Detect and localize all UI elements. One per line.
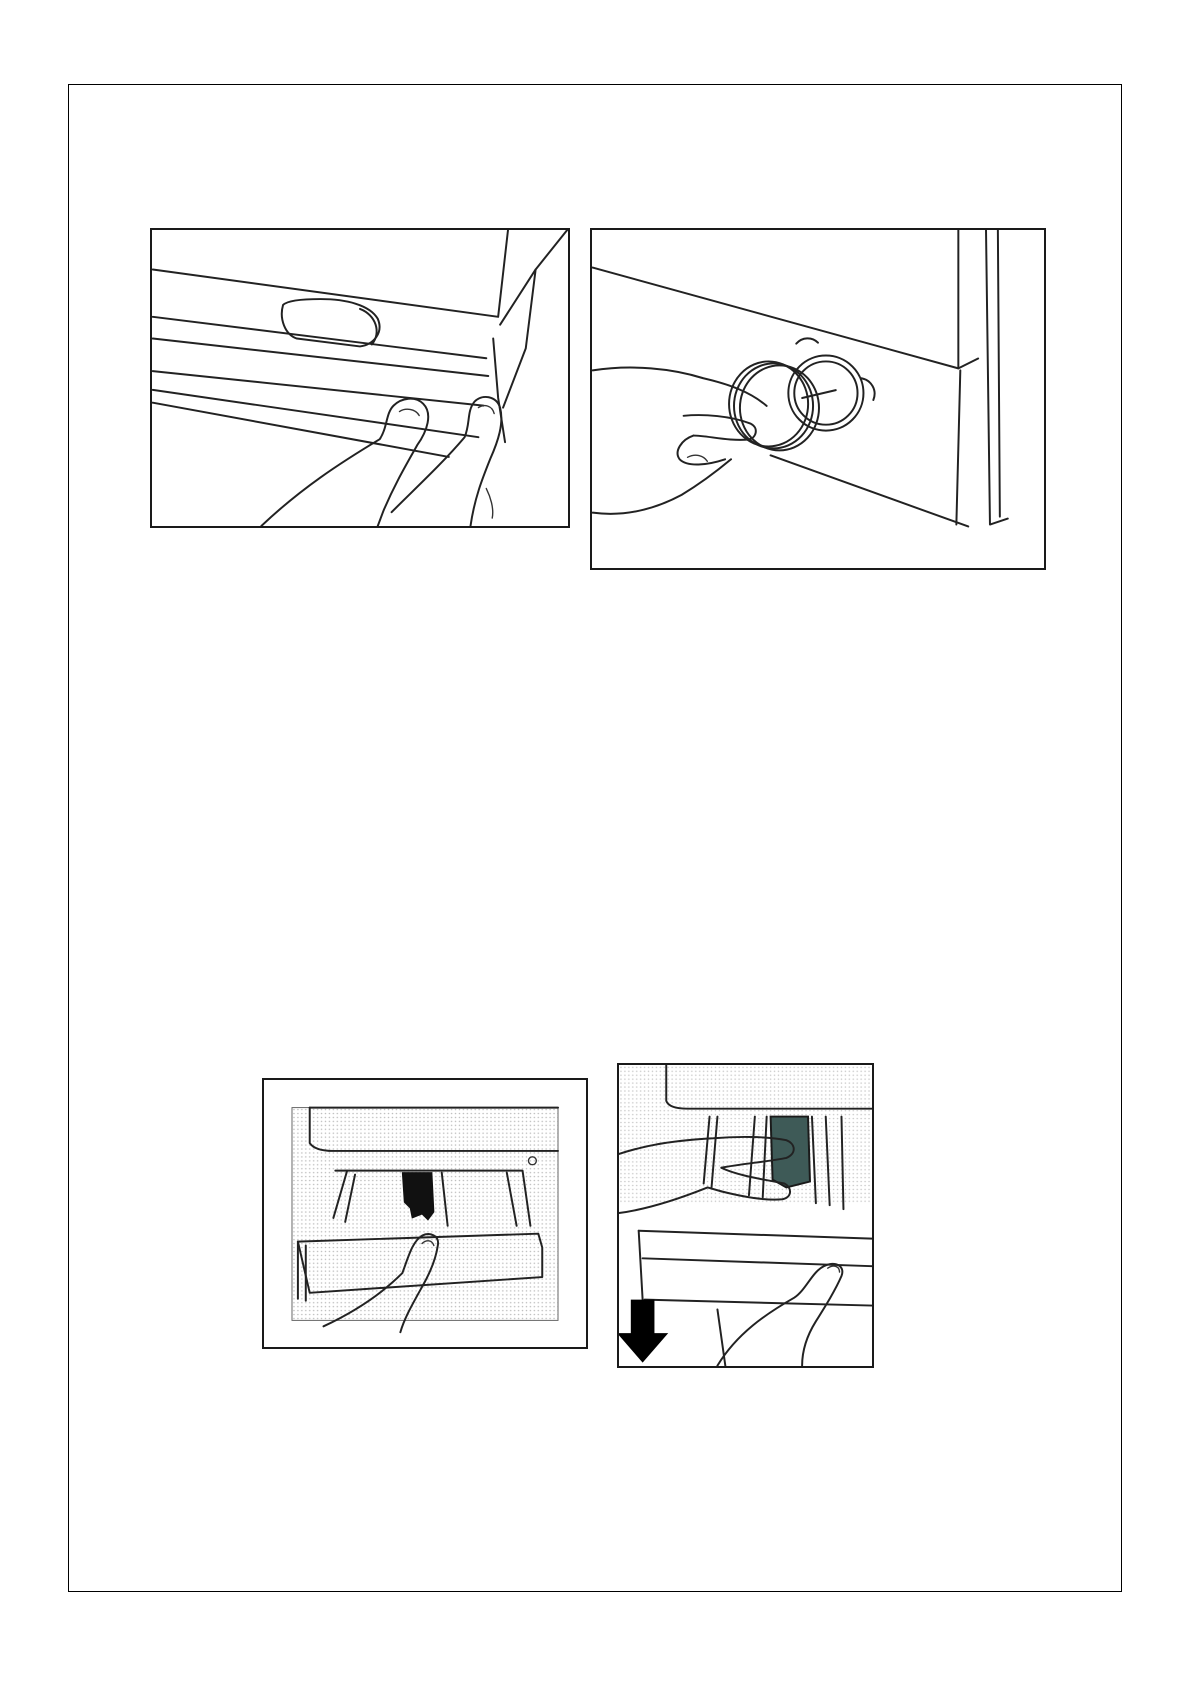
detergent-drawer-open-illustration (262, 1078, 588, 1349)
detergent-drawer-open-drawing (264, 1080, 586, 1347)
detergent-drawer-release-drawing (619, 1065, 872, 1366)
pump-flap-open-illustration (150, 228, 570, 528)
pump-filter-unscrew-drawing (592, 230, 1044, 568)
pump-flap-open-drawing (152, 230, 568, 526)
pump-filter-unscrew-illustration (590, 228, 1046, 570)
detergent-drawer-release-illustration (617, 1063, 874, 1368)
arrow-down-icon (619, 1300, 668, 1363)
